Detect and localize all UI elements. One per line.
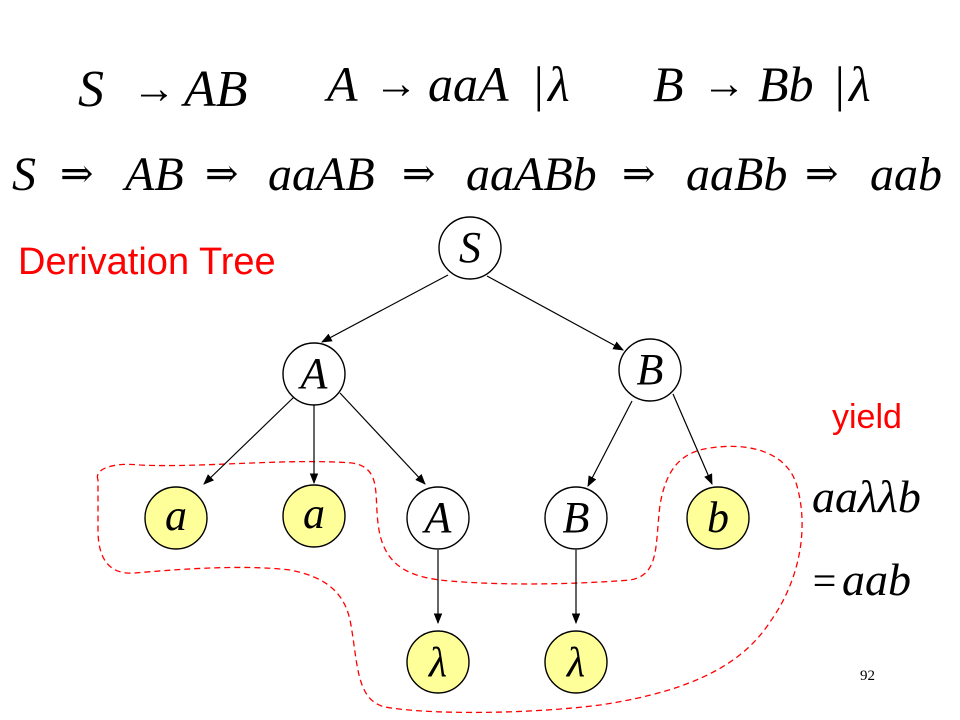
edge-s-a xyxy=(321,274,449,343)
derivation-step-3: aaABb xyxy=(466,148,597,201)
derivation-step-0: S xyxy=(12,148,36,201)
node-leaf-a2: a xyxy=(282,484,346,548)
node-leaf-b: b xyxy=(686,486,750,550)
diagram-title: Derivation Tree xyxy=(18,241,276,283)
rule-a-bar: | xyxy=(531,56,545,112)
edge-s-b xyxy=(486,275,624,351)
derives-arrow-3: ⇒ xyxy=(402,151,436,196)
node-leaf-lambda1: λ xyxy=(406,630,470,694)
tree-nodes: S A B a a A B b xyxy=(144,216,750,694)
edge-a-a3 xyxy=(339,392,426,485)
derives-arrow-2: ⇒ xyxy=(205,151,239,196)
derivation-step-2: aaAB xyxy=(268,148,375,201)
rule-a-alt1: aaA xyxy=(428,56,509,112)
yield-equals: = xyxy=(810,559,838,605)
node-a-inner: A xyxy=(406,486,470,550)
derivation-sequence: S ⇒ AB ⇒ aaAB ⇒ aaABb ⇒ aaBb ⇒ aab xyxy=(12,148,942,201)
rule-b-alt1: Bb xyxy=(758,56,814,112)
node-leaf-a2-label: a xyxy=(303,489,325,538)
node-leaf-b-label: b xyxy=(707,493,729,542)
node-a: A xyxy=(282,342,346,406)
derivation-step-1: AB xyxy=(122,148,184,201)
rule-a-alt2: λ xyxy=(546,56,570,112)
rule-b: B → Bb | λ xyxy=(653,56,871,112)
rule-s-arrow: → xyxy=(132,64,176,113)
node-b: B xyxy=(618,338,682,402)
rule-b-arrow: → xyxy=(702,59,746,108)
yield-expression: aaλλb xyxy=(812,471,921,522)
yield-label: yield xyxy=(832,398,902,436)
edge-b-b xyxy=(672,393,713,485)
derives-arrow-4: ⇒ xyxy=(622,151,656,196)
node-s: S xyxy=(438,216,502,280)
node-a-inner-label: A xyxy=(422,493,453,542)
edge-b-b2 xyxy=(587,400,633,487)
page-number: 92 xyxy=(860,668,875,684)
node-b-label: B xyxy=(637,345,664,394)
rule-s-rhs: AB xyxy=(181,61,248,118)
derivation-step-4: aaBb xyxy=(686,148,787,201)
node-b-inner-label: B xyxy=(563,493,590,542)
yield-result-value: aab xyxy=(842,554,911,605)
rule-s-lhs: S xyxy=(78,61,104,118)
rule-b-bar: | xyxy=(832,56,846,112)
rule-b-alt2: λ xyxy=(847,56,871,112)
yield-result: = aab xyxy=(810,554,911,605)
rule-b-lhs: B xyxy=(653,56,684,112)
node-s-label: S xyxy=(459,223,481,272)
derives-arrow-5: ⇒ xyxy=(805,151,839,196)
rule-a: A → aaA | λ xyxy=(324,56,570,112)
rule-a-lhs: A xyxy=(324,56,358,112)
grammar-rules: S → AB A → aaA | λ B → Bb | λ xyxy=(78,56,871,118)
edge-a-a1 xyxy=(203,396,295,485)
derives-arrow-1: ⇒ xyxy=(60,151,94,196)
tree-edges xyxy=(203,274,713,625)
node-leaf-a1: a xyxy=(144,486,208,550)
rule-a-arrow: → xyxy=(374,59,418,108)
node-leaf-lambda1-label: λ xyxy=(427,640,447,686)
node-leaf-lambda2: λ xyxy=(544,630,608,694)
node-leaf-a1-label: a xyxy=(165,491,187,540)
derivation-step-5: aab xyxy=(870,148,942,201)
node-b-inner: B xyxy=(544,486,608,550)
rule-s: S → AB xyxy=(78,61,248,118)
node-a-label: A xyxy=(298,349,329,398)
node-leaf-lambda2-label: λ xyxy=(565,640,585,686)
